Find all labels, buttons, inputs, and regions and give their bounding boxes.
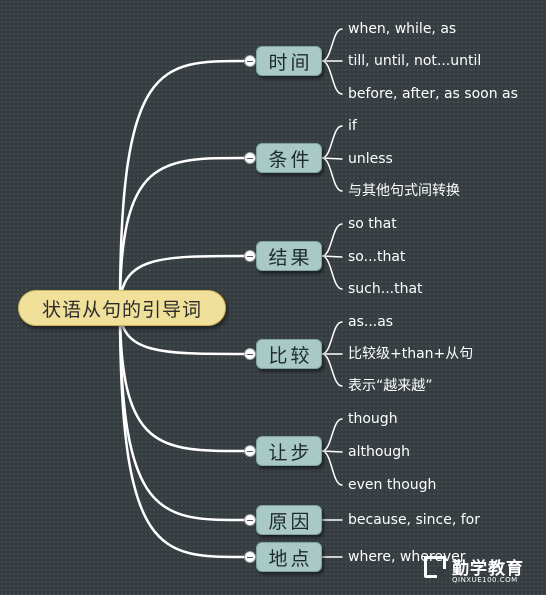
branch-leaf-connector xyxy=(321,321,343,355)
leaf-item: before, after, as soon as xyxy=(348,86,518,102)
collapse-toggle-icon[interactable] xyxy=(244,445,256,457)
branch-reason[interactable]: 原因 xyxy=(256,505,322,535)
branch-concession[interactable]: 让步 xyxy=(256,436,322,466)
watermark-site: QINXUE100.COM xyxy=(452,576,518,584)
root-branch-connector xyxy=(118,59,246,310)
leaf-item: 比较级+than+从句 xyxy=(348,346,474,362)
branch-label: 时间 xyxy=(268,51,313,74)
collapse-toggle-icon[interactable] xyxy=(244,551,256,563)
branch-place[interactable]: 地点 xyxy=(256,542,322,572)
leaf-item: such...that xyxy=(348,281,423,297)
root-branch-connector xyxy=(118,156,246,310)
leaf-item: though xyxy=(348,411,398,427)
watermark-brand: 勤学教育 xyxy=(452,559,524,579)
leaf-item: till, until, not...until xyxy=(348,53,482,69)
branch-label: 原因 xyxy=(268,510,313,533)
leaf-item: 表示“越来越” xyxy=(348,378,433,394)
branch-label: 地点 xyxy=(268,547,313,570)
branch-condition[interactable]: 条件 xyxy=(256,143,322,173)
leaf-item: even though xyxy=(348,477,437,493)
root-branch-connector xyxy=(118,306,246,522)
branch-leaf-connector xyxy=(321,157,343,160)
root-branch-connector xyxy=(118,306,246,453)
branch-label: 条件 xyxy=(268,148,313,171)
branch-leaf-connector xyxy=(321,125,343,159)
leaf-item: where, wherever xyxy=(348,549,466,565)
branch-leaf-connector xyxy=(321,223,343,257)
leaf-item: because, since, for xyxy=(348,512,480,528)
root-node[interactable]: 状语从句的引导词 xyxy=(18,290,226,326)
branch-leaf-connector xyxy=(321,28,343,62)
branch-comparison[interactable]: 比较 xyxy=(256,339,322,369)
branch-leaf-connector xyxy=(321,255,343,258)
collapse-toggle-icon[interactable] xyxy=(244,250,256,262)
leaf-item: when, while, as xyxy=(348,21,457,37)
branch-result[interactable]: 结果 xyxy=(256,241,322,271)
branch-leaf-connector xyxy=(321,450,343,486)
branch-leaf-connector xyxy=(321,255,343,290)
collapse-toggle-icon[interactable] xyxy=(244,55,256,67)
watermark-logo: 勤学教育 QINXUE100.COM xyxy=(424,548,544,592)
collapse-toggle-icon[interactable] xyxy=(244,514,256,526)
collapse-toggle-icon[interactable] xyxy=(244,152,256,164)
branch-leaf-connector xyxy=(321,450,343,453)
branch-leaf-connector xyxy=(321,60,343,95)
branch-leaf-connector xyxy=(321,353,343,387)
leaf-item: so...that xyxy=(348,249,406,265)
leaf-item: unless xyxy=(348,151,393,167)
root-label: 状语从句的引导词 xyxy=(41,298,202,321)
branch-leaf-connector xyxy=(321,157,343,192)
brand-logo-icon xyxy=(424,556,446,578)
leaf-item: so that xyxy=(348,216,397,232)
branch-time[interactable]: 时间 xyxy=(256,46,322,76)
branch-label: 比较 xyxy=(268,344,313,367)
branch-label: 结果 xyxy=(268,246,313,269)
leaf-item: although xyxy=(348,444,411,460)
leaf-item: as...as xyxy=(348,314,394,330)
collapse-toggle-icon[interactable] xyxy=(244,348,256,360)
branch-leaf-connector xyxy=(321,418,343,452)
branch-label: 让步 xyxy=(268,441,313,464)
leaf-item: if xyxy=(348,118,357,134)
root-branch-connector xyxy=(118,306,246,559)
leaf-item: 与其他句式间转换 xyxy=(348,183,460,199)
